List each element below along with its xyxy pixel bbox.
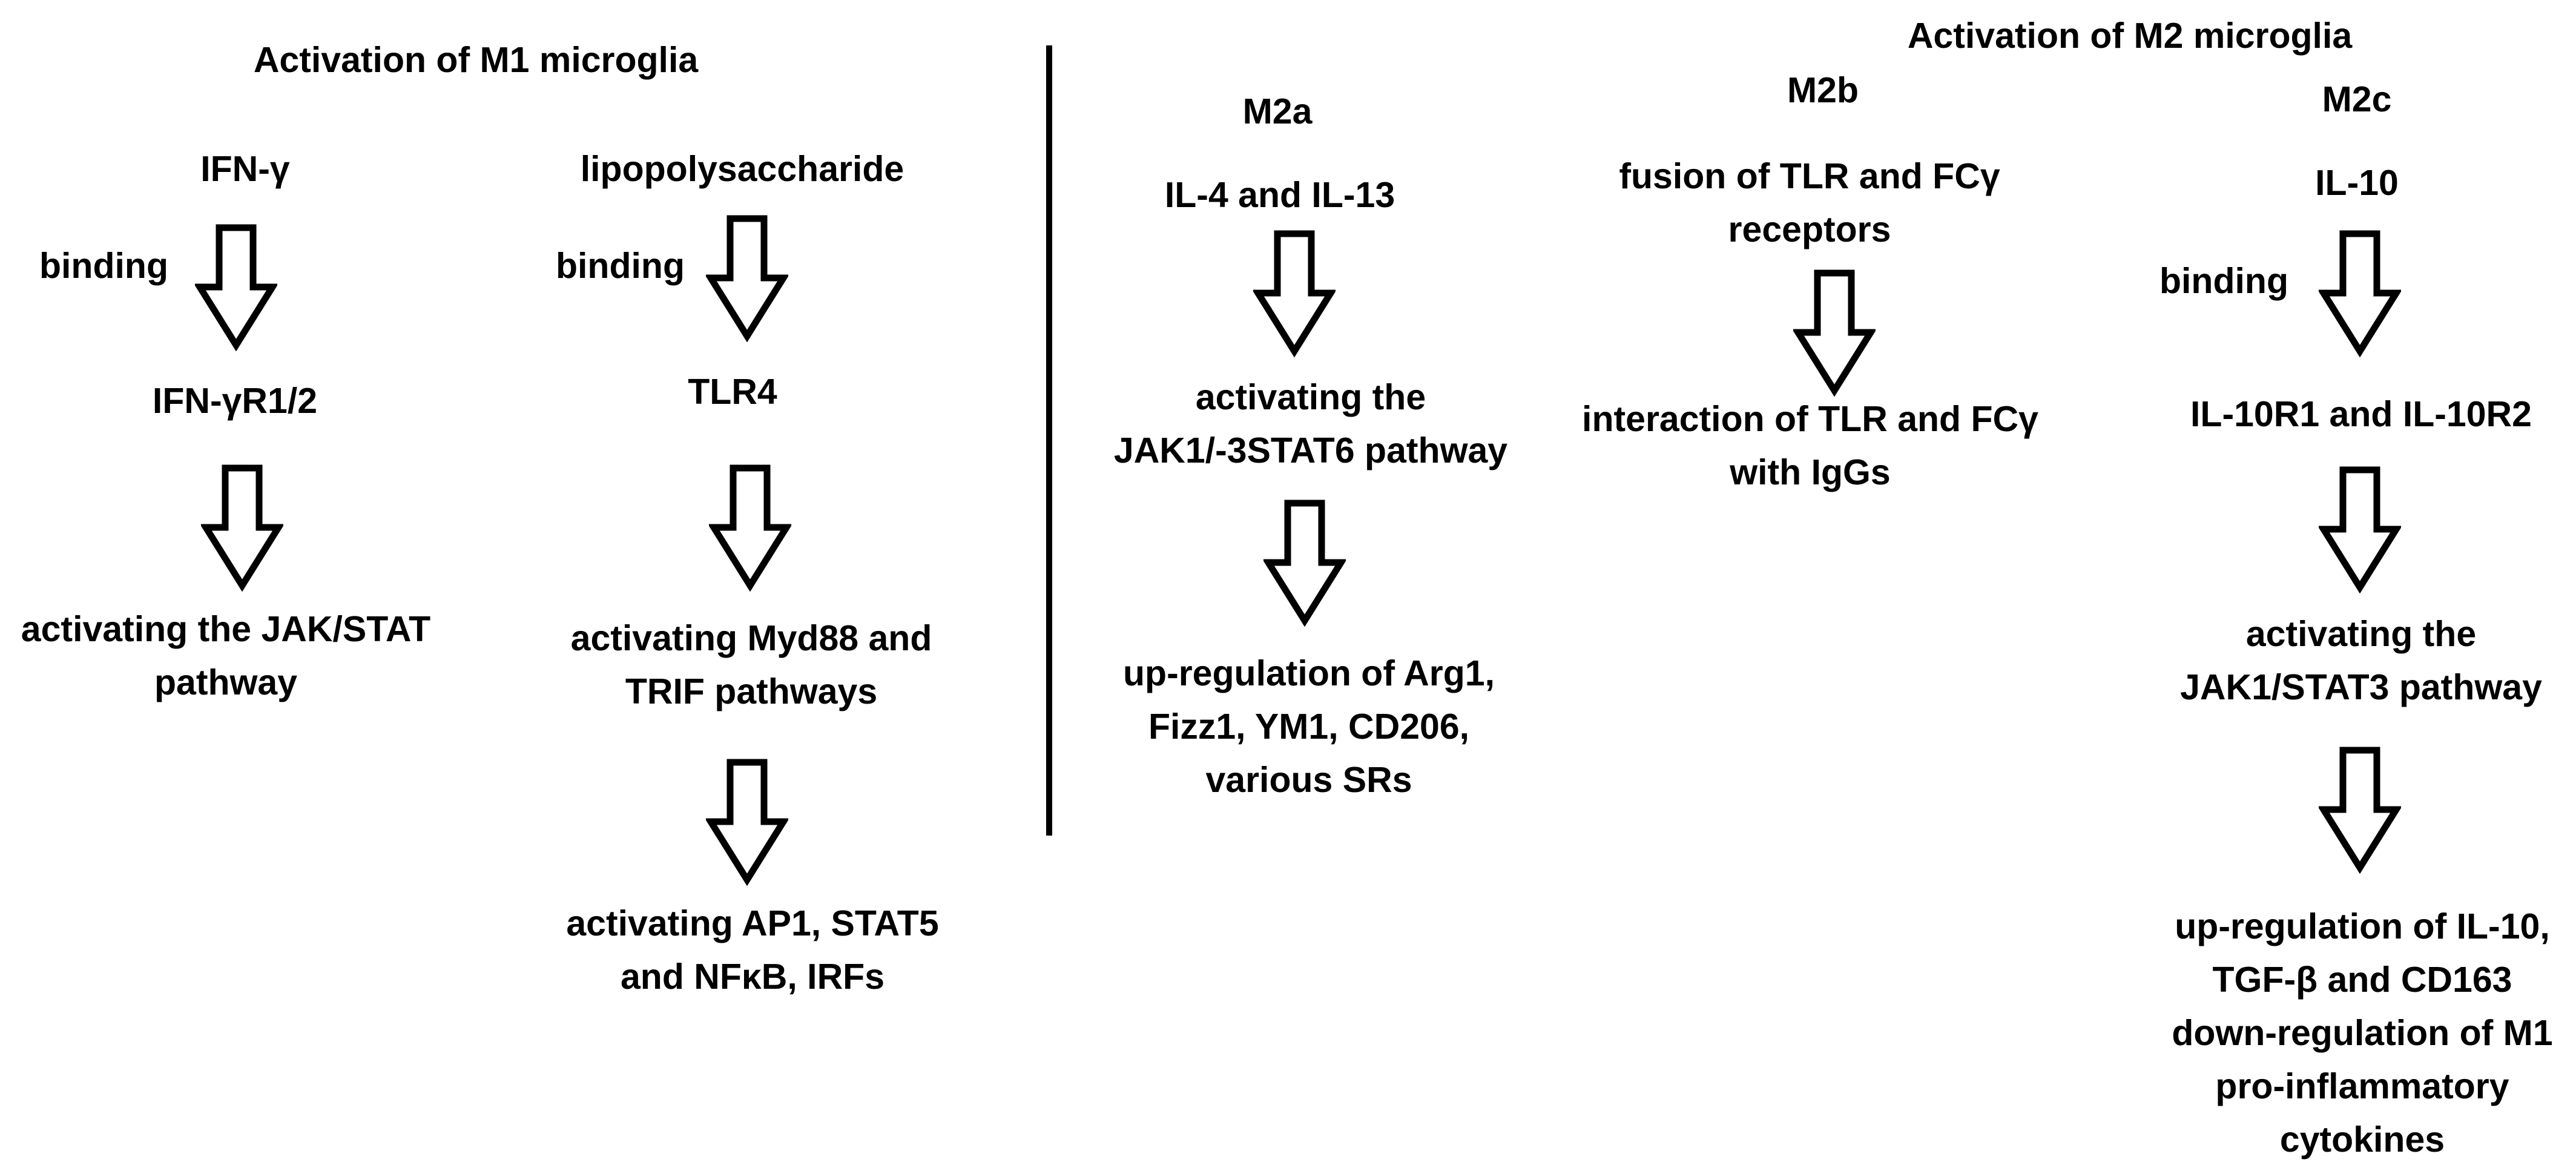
lps-outcome-label: activating AP1, STAT5 and NFκB, IRFs xyxy=(566,903,939,997)
lps-receptor-label: TLR4 xyxy=(688,372,777,412)
m2c-outcome-label: up-regulation of IL-10, TGF-β and CD163 … xyxy=(2172,906,2553,1160)
m2a-pathway-label: activating the JAK1/-3STAT6 pathway xyxy=(1113,377,1508,470)
down-arrow-icon xyxy=(706,215,788,342)
m2c-label: M2c xyxy=(2322,79,2392,119)
down-arrow-icon xyxy=(2319,230,2401,357)
ifn-gamma-label: IFN-γ xyxy=(200,149,290,189)
lps-pathway-label: activating Myd88 and TRIF pathways xyxy=(570,618,932,711)
down-arrow-icon xyxy=(1793,269,1876,397)
m2a-stimulus-label: IL-4 and IL-13 xyxy=(1164,175,1395,215)
m2-title: Activation of M2 microglia xyxy=(1907,16,2353,56)
m2a-outcome-label: up-regulation of Arg1, Fizz1, YM1, CD206… xyxy=(1123,653,1495,800)
m2c-stimulus-label: IL-10 xyxy=(2315,163,2399,203)
down-arrow-icon xyxy=(709,464,791,592)
down-arrow-icon xyxy=(2319,747,2401,874)
ifn-receptor-label: IFN-γR1/2 xyxy=(152,381,318,421)
down-arrow-icon xyxy=(1253,230,1336,357)
lps-label: lipopolysaccharide xyxy=(580,149,904,189)
m2c-receptor-label: IL-10R1 and IL-10R2 xyxy=(2190,394,2532,434)
lps-binding-label: binding xyxy=(556,246,685,286)
m2c-pathway-label: activating the JAK1/STAT3 pathway xyxy=(2180,614,2542,707)
ifn-pathway-label: activating the JAK/STAT pathway xyxy=(21,609,431,702)
m2a-label: M2a xyxy=(1242,91,1313,131)
down-arrow-icon xyxy=(1263,500,1346,627)
ifn-binding-label: binding xyxy=(39,246,168,286)
m2b-stimulus-label: fusion of TLR and FCγ receptors xyxy=(1619,156,2000,249)
m2b-label: M2b xyxy=(1787,70,1859,110)
down-arrow-icon xyxy=(706,759,788,886)
m2b-outcome-label: interaction of TLR and FCγ with IgGs xyxy=(1582,399,2038,492)
m2c-binding-label: binding xyxy=(2159,261,2288,301)
m1-title: Activation of M1 microglia xyxy=(253,40,699,80)
down-arrow-icon xyxy=(201,464,283,592)
section-divider xyxy=(1046,45,1052,836)
down-arrow-icon xyxy=(195,224,277,351)
down-arrow-icon xyxy=(2319,466,2401,593)
